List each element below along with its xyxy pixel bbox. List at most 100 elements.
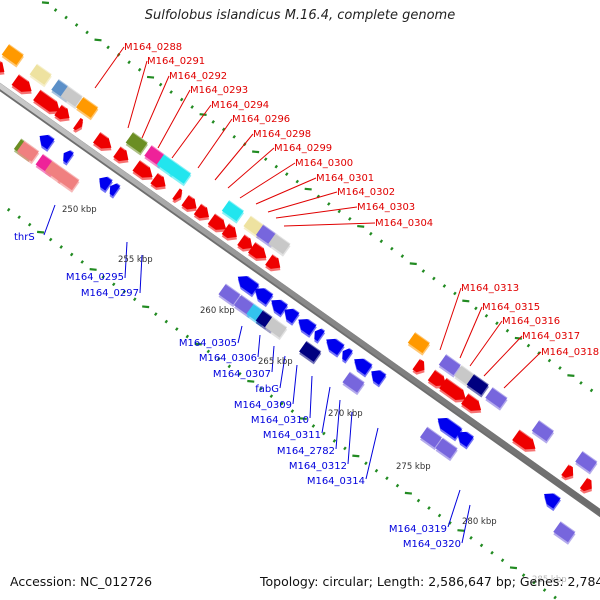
cog-box (299, 340, 322, 365)
reverse-cds-body (354, 358, 373, 375)
reverse-cds-body (254, 288, 274, 305)
map-title: Sulfolobus islandicus M.16.4, complete g… (144, 8, 456, 23)
tick-mark (37, 230, 45, 234)
forward-cds (92, 131, 112, 151)
reverse-cds-highlight (357, 353, 374, 366)
cog-box (218, 282, 242, 308)
forward-cds (132, 159, 153, 181)
tick-mark (284, 172, 289, 176)
gene-label-reverse: M164_0311 (263, 430, 321, 441)
reverse-cds-body (237, 276, 260, 295)
cog-box (221, 199, 245, 224)
tick-mark (252, 150, 260, 154)
gene-label-forward: M164_0300 (295, 158, 353, 169)
leader-line (124, 241, 128, 279)
tick-mark (547, 358, 552, 363)
forward-cds (54, 103, 70, 122)
tick-mark (558, 366, 562, 370)
cog-box-body (16, 140, 40, 162)
tick-mark (179, 97, 184, 102)
forward-cds-highlight (519, 428, 534, 440)
cog-box (553, 520, 577, 545)
forward-cds (221, 222, 237, 241)
tick-mark (290, 409, 295, 413)
forward-cds-highlight (214, 212, 224, 221)
cog-box-highlight (132, 131, 149, 144)
cog-box-body (264, 316, 288, 338)
cog-box-body (407, 332, 430, 354)
leader-line (141, 75, 170, 139)
forward-cds-highlight (139, 159, 151, 168)
tick-mark (6, 207, 11, 212)
forward-cds-highlight (177, 186, 181, 190)
cog-box (16, 139, 40, 165)
cog-box-highlight (67, 84, 84, 97)
forward-cds (579, 476, 592, 494)
tick-mark (348, 216, 352, 221)
reverse-cds (298, 313, 318, 338)
tick-mark (238, 371, 242, 376)
cog-box-highlight (461, 364, 478, 377)
tick-mark (299, 417, 307, 421)
forward-cds-body (512, 429, 536, 450)
cog-box (407, 331, 431, 356)
tick-mark (217, 357, 221, 361)
tick-mark (53, 8, 58, 12)
forward-cds-body (439, 377, 466, 400)
tick-mark (542, 588, 547, 592)
cog-box-highlight (64, 168, 81, 181)
label-leaders (43, 46, 542, 544)
tick-mark (390, 246, 394, 251)
forward-cds-body (412, 358, 425, 373)
cog-box-highlight (225, 282, 242, 295)
tick-mark (521, 573, 526, 578)
leader-line (43, 204, 56, 236)
tick-mark (169, 90, 173, 94)
cog-box-body (60, 85, 83, 107)
gene-label-reverse: thrS (14, 232, 35, 243)
forward-cds (150, 171, 166, 190)
tick-mark (274, 164, 279, 169)
tick-mark (474, 306, 478, 311)
feature-track (0, 43, 598, 545)
reverse-cds-highlight (102, 172, 114, 181)
forward-cds-body (237, 234, 253, 250)
leader-line (127, 60, 148, 129)
tick-mark (247, 379, 255, 383)
tick-mark (206, 349, 211, 354)
tick-mark (94, 38, 102, 42)
reverse-cds (237, 270, 261, 298)
tick-mark (579, 381, 583, 385)
tick-mark (427, 506, 431, 510)
reverse-cds (271, 294, 289, 318)
forward-cds-body (247, 242, 267, 259)
forward-cds-body (193, 203, 209, 219)
forward-cds-highlight (586, 476, 590, 480)
cog-box-highlight (538, 419, 555, 432)
tick-mark (142, 305, 150, 309)
reverse-cds-body (457, 431, 475, 447)
tick-mark (164, 319, 169, 324)
tick-mark (495, 321, 499, 326)
forward-cds-body (181, 194, 197, 210)
tick-mark (146, 75, 155, 79)
gene-label-forward: M164_0293 (190, 85, 248, 96)
gene-label-reverse: M164_0314 (307, 476, 365, 487)
reverse-cds-highlight (317, 325, 326, 332)
forward-cds-highlight (568, 463, 571, 467)
cog-box-highlight (36, 62, 53, 75)
backbone-line (0, 83, 600, 515)
cog-box-body (29, 63, 52, 85)
reverse-cds-body (109, 183, 121, 197)
cog-box-highlight (151, 144, 168, 157)
gene-label-reverse: M164_0306 (199, 353, 257, 364)
reverse-cds-body (99, 176, 113, 191)
tick-mark (48, 237, 53, 242)
reverse-cds-highlight (240, 270, 261, 285)
tick-mark (304, 187, 312, 191)
tick-mark (106, 45, 110, 50)
cog-box-highlight (8, 43, 25, 56)
leader-line (503, 351, 542, 389)
cog-box-highlight (582, 450, 598, 463)
